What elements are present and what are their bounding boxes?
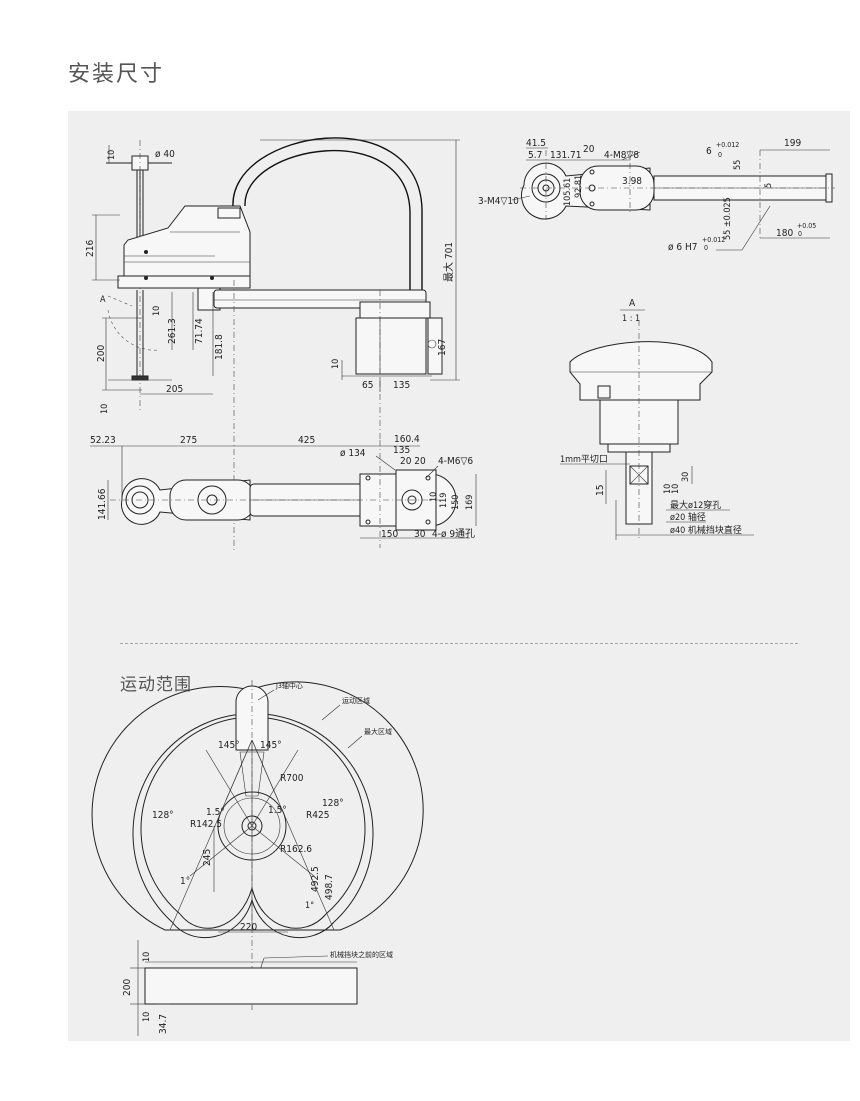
dim-top-10: 10: [107, 150, 117, 160]
hole-12-label: 最大ø12穿孔: [670, 499, 721, 511]
d-245-motion: 245: [202, 849, 213, 866]
d-6h7: ø 6 H7: [668, 242, 697, 253]
angle-1-5-right: 1.5°: [268, 805, 287, 816]
d-134: ø 134: [340, 448, 366, 459]
dim-10-b: 10: [152, 306, 162, 316]
d-150: 150: [451, 495, 461, 510]
d-5-7: 5.7: [528, 150, 542, 161]
d-10-detail-b: 10: [671, 484, 681, 494]
d-275: 275: [180, 435, 197, 446]
d-41-5: 41.5: [526, 138, 546, 149]
dim-261: 261.3: [167, 318, 178, 344]
d-180-tol: +0.05: [797, 222, 816, 230]
plan-view: 52.23 275 425 160.4 ø 134 135 20 20 4-M6…: [90, 434, 477, 548]
d-52-23: 52.23: [90, 435, 116, 446]
d-180-tol2: 0: [798, 230, 802, 238]
d-20-20: 20 20: [400, 456, 426, 467]
dim-10-c: 10: [100, 404, 110, 414]
d-200-motion: 200: [122, 979, 133, 996]
detail-scale: 1 : 1: [622, 314, 640, 324]
d-10-plan: 10: [429, 492, 439, 502]
d-6h7-tol2: 0: [704, 244, 708, 252]
dim-167: 167: [437, 339, 448, 356]
m4-label: 3-M4▽10: [478, 196, 519, 207]
d-20: 20: [583, 144, 595, 155]
r142-5-label: R142.5: [190, 819, 222, 830]
m6-label: 4-M6▽6: [438, 456, 473, 467]
page-title: 安装尺寸: [68, 62, 165, 87]
d-6-tol2: 0: [718, 151, 722, 159]
dim-701: 最大 701: [442, 242, 455, 282]
d-141-66: 141.66: [97, 488, 108, 520]
motion-range: J3轴中心 运动区域 最大区域 145° 145° R700 128° 128°…: [91, 680, 424, 1036]
dim-205: 205: [166, 384, 183, 395]
stop-area-label: 机械挡块之前的区域: [330, 950, 393, 959]
angle-145-left: 145°: [218, 740, 240, 751]
r162-6-label: R162.6: [280, 844, 312, 855]
d9-holes: 4-ø 9通孔: [432, 528, 475, 540]
d-6: 6: [706, 146, 712, 157]
top-right-view: 41.5 5.7 131.71 20 4-M8▽8 6 +0.012 0 199…: [478, 138, 835, 253]
angle-128-right: 128°: [322, 798, 344, 809]
stop-40-label: ø40 机械挡块直径: [670, 524, 742, 536]
detail-a-label: A: [629, 298, 636, 309]
r425-label: R425: [306, 810, 329, 821]
detail-view-a: A 1 : 1 1mm平切口 15 10 10 30 最大ø12穿孔 ø20 轴…: [560, 298, 754, 540]
d-6h7-tol: +0.012: [702, 236, 725, 244]
d-425: 425: [298, 435, 315, 446]
dim-65: 65: [362, 380, 373, 391]
angle-145-right: 145°: [260, 740, 282, 751]
d-10-motion: 10: [142, 952, 152, 962]
dim-7174: 71.74: [194, 318, 205, 344]
d-3-98: 3.98: [622, 176, 642, 187]
d-160-4: 160.4: [394, 434, 420, 445]
d-119: 119: [439, 493, 449, 508]
d-199: 199: [784, 138, 801, 149]
j3-center-label: J3轴中心: [275, 681, 303, 690]
d-55-tol: 55 ±0.025: [723, 197, 733, 240]
dim-200: 200: [96, 345, 107, 362]
m8-label: 4-M8▽8: [604, 150, 639, 161]
d-10-detail: 10: [663, 484, 673, 494]
max-area-label: 最大区域: [364, 727, 392, 736]
d-10-motion-b: 10: [142, 1012, 152, 1022]
d-105-61: 105.61: [563, 178, 573, 206]
dim-135: 135: [393, 380, 410, 391]
d-498-7: 498.7: [324, 874, 335, 900]
motion-section-title: 运动范围: [120, 675, 192, 695]
d-135: 135: [393, 445, 410, 456]
angle-1-left: 1°: [180, 876, 190, 887]
dim-1818: 181.8: [214, 334, 225, 360]
d-15-detail: 15: [595, 485, 606, 496]
axis-20-label: ø20 轴径: [670, 511, 706, 523]
motion-area-label: 运动区域: [342, 696, 370, 705]
side-view: ø 40 10 A: [85, 137, 460, 550]
d-34-7: 34.7: [158, 1014, 169, 1034]
d-5: 5: [764, 183, 774, 188]
r700-label: R700: [280, 773, 304, 784]
d-55: 55: [733, 160, 743, 170]
angle-1-5-left: 1.5°: [206, 807, 225, 818]
dim-10-d: 10: [331, 359, 341, 369]
d-492-5: 492.5: [310, 866, 321, 892]
d-220: 220: [240, 922, 257, 933]
d-169: 169: [465, 495, 475, 510]
section-divider: [120, 643, 798, 644]
d-6-tol: +0.012: [716, 141, 739, 149]
d-150-b: 150: [381, 529, 398, 540]
d-30-detail: 30: [681, 472, 691, 482]
d-30: 30: [414, 529, 426, 540]
flat-cut-label: 1mm平切口: [560, 454, 608, 465]
d-180: 180: [776, 228, 793, 239]
d-131-71: 131.71: [550, 150, 581, 161]
shaft-dia-label: ø 40: [155, 149, 175, 160]
dim-216: 216: [85, 240, 96, 257]
d-92-81: 92.81: [574, 175, 584, 198]
angle-1-right: 1°: [305, 901, 314, 911]
angle-128-left: 128°: [152, 810, 174, 821]
side-view-a-label: A: [100, 295, 106, 305]
